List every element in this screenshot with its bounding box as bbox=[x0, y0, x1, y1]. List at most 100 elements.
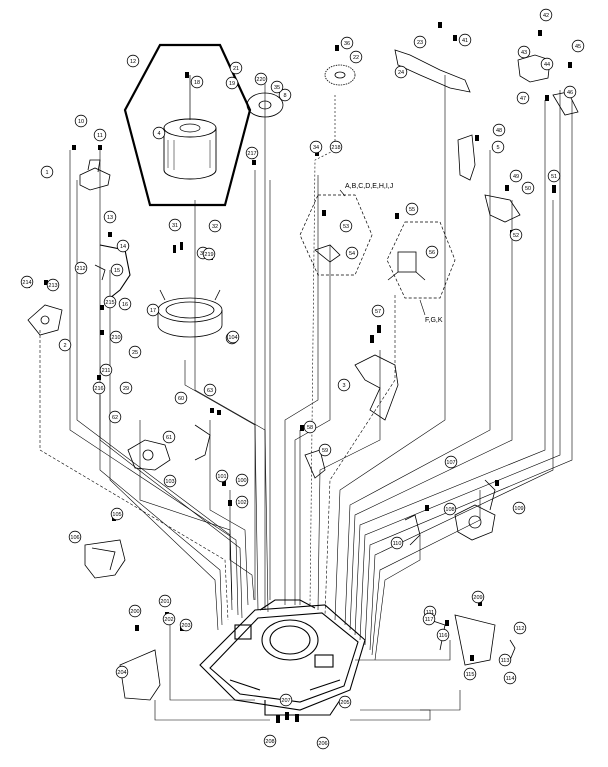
callout-c19: 19 bbox=[225, 76, 239, 90]
callout-circle bbox=[203, 383, 217, 397]
callout-number: 24 bbox=[398, 70, 404, 76]
callout-circle bbox=[119, 381, 133, 395]
callout-c36: 36 bbox=[340, 36, 354, 50]
callout-c110: 110 bbox=[390, 536, 404, 550]
callout-c57: 57 bbox=[371, 304, 385, 318]
callout-circle bbox=[235, 495, 249, 509]
callout-circle bbox=[279, 693, 293, 707]
callout-c56: 56 bbox=[425, 245, 439, 259]
callout-circle bbox=[108, 410, 122, 424]
callout-c22: 22 bbox=[349, 50, 363, 64]
callout-number: 63 bbox=[207, 388, 213, 394]
gear-8 bbox=[246, 92, 284, 118]
callout-number: 110 bbox=[393, 541, 402, 547]
leader-line bbox=[284, 175, 319, 605]
callout-circle bbox=[179, 618, 193, 632]
callout-circle bbox=[509, 169, 523, 183]
leader-line bbox=[374, 535, 421, 661]
callout-c62: 62 bbox=[108, 410, 122, 424]
callout-circle bbox=[270, 80, 284, 94]
variant-a-box bbox=[299, 194, 373, 276]
callout-number: 207 bbox=[281, 698, 290, 704]
callout-number: 107 bbox=[446, 460, 455, 466]
callout-number: 108 bbox=[445, 507, 454, 513]
part-clamp-2 bbox=[27, 304, 63, 336]
leader-line bbox=[309, 95, 336, 606]
callout-c60: 60 bbox=[174, 391, 188, 405]
callout-c48: 48 bbox=[492, 123, 506, 137]
callout-circle bbox=[303, 420, 317, 434]
callout-c31: 31 bbox=[168, 218, 182, 232]
callout-number: 215 bbox=[105, 300, 114, 306]
callout-circle bbox=[116, 239, 130, 253]
callout-number: 52 bbox=[513, 233, 519, 239]
callout-c45: 45 bbox=[571, 39, 585, 53]
callout-number: 217 bbox=[247, 151, 256, 157]
leader-line bbox=[229, 490, 255, 601]
callout-number: 216 bbox=[94, 386, 103, 392]
callout-number: 220 bbox=[256, 77, 265, 83]
callout-c200: 200 bbox=[128, 604, 142, 618]
callout-c109: 109 bbox=[512, 501, 526, 515]
callout-number: 19 bbox=[229, 81, 235, 87]
callout-c217: 217 bbox=[245, 146, 259, 160]
variant-label-f: F,G,K bbox=[425, 317, 443, 324]
callout-c214: 214 bbox=[20, 275, 34, 289]
callout-c102: 102 bbox=[235, 495, 249, 509]
callout-circle bbox=[208, 219, 222, 233]
callout-number: 31 bbox=[172, 223, 178, 229]
callout-c44: 44 bbox=[540, 57, 554, 71]
callout-c25: 25 bbox=[128, 345, 142, 359]
leader-line bbox=[324, 295, 396, 616]
part-cam-lever bbox=[404, 514, 421, 546]
callout-c103: 103 bbox=[163, 474, 177, 488]
callout-number: 57 bbox=[375, 309, 381, 315]
leader-line bbox=[154, 700, 270, 721]
callout-number: 18 bbox=[194, 80, 200, 86]
leader-line bbox=[359, 90, 561, 641]
callout-number: 218 bbox=[331, 145, 340, 151]
callout-circle bbox=[99, 363, 113, 377]
callout-number: 36 bbox=[344, 41, 350, 47]
callout-c215: 215 bbox=[103, 295, 117, 309]
callout-c35: 35 bbox=[270, 80, 284, 94]
callout-circle bbox=[563, 85, 577, 99]
callout-number: 114 bbox=[506, 676, 515, 682]
callout-c112: 112 bbox=[513, 621, 527, 635]
callout-number: 49 bbox=[513, 174, 519, 180]
callout-number: 16 bbox=[122, 302, 128, 308]
callouts: 1234581217181921222324141011131516252930… bbox=[20, 8, 585, 750]
callout-number: 102 bbox=[237, 500, 246, 506]
callout-c5: 5 bbox=[491, 140, 505, 154]
callout-circle bbox=[174, 391, 188, 405]
leader-line bbox=[69, 150, 239, 616]
callout-c220: 220 bbox=[254, 72, 268, 86]
callout-c10: 10 bbox=[74, 114, 88, 128]
callout-circle bbox=[425, 245, 439, 259]
part-clip bbox=[314, 244, 341, 263]
callout-circle bbox=[540, 57, 554, 71]
leader-line bbox=[139, 420, 233, 601]
callout-circle bbox=[74, 114, 88, 128]
callout-number: 112 bbox=[516, 626, 525, 632]
callout-c113: 113 bbox=[498, 653, 512, 667]
callout-c34: 34 bbox=[309, 140, 323, 154]
callout-circle bbox=[128, 604, 142, 618]
callout-number: 14 bbox=[120, 244, 126, 250]
callout-number: 2 bbox=[63, 343, 66, 349]
callout-c216: 216 bbox=[92, 381, 106, 395]
callout-circle bbox=[337, 378, 351, 392]
callout-circle bbox=[229, 61, 243, 75]
callout-number: 203 bbox=[181, 623, 190, 629]
callout-c206: 206 bbox=[316, 736, 330, 750]
callout-number: 56 bbox=[429, 250, 435, 256]
callout-number: 201 bbox=[160, 599, 169, 605]
callout-c41: 41 bbox=[458, 33, 472, 47]
callout-number: 100 bbox=[237, 478, 246, 484]
callout-c106: 106 bbox=[68, 530, 82, 544]
callout-c58: 58 bbox=[303, 420, 317, 434]
callout-number: 206 bbox=[318, 741, 327, 747]
callout-c207: 207 bbox=[279, 693, 293, 707]
callout-circle bbox=[103, 210, 117, 224]
callout-circle bbox=[492, 123, 506, 137]
